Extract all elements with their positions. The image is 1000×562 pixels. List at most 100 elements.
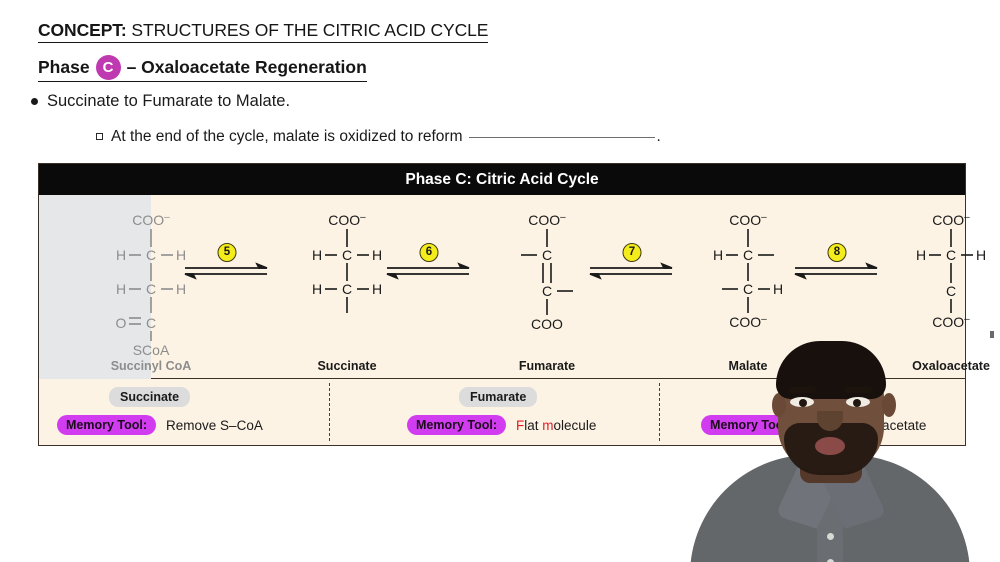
svg-text:H: H bbox=[916, 247, 926, 263]
oxaloacetate-structure-svg: COO– H C H C COO– bbox=[916, 212, 986, 330]
svg-text:C: C bbox=[146, 247, 156, 263]
step-number-5: 5 bbox=[217, 243, 237, 262]
memory-tool-tag-malate: Memory Tool: bbox=[701, 415, 801, 435]
phase-suffix-label: – Oxaloacetate Regeneration bbox=[126, 57, 367, 77]
svg-text:COO–: COO– bbox=[729, 212, 767, 228]
memory-tool-text-succinate: Remove S–CoA bbox=[166, 417, 263, 433]
molecule-succinate: COO– H C H H C H Succinate bbox=[291, 207, 403, 373]
svg-text:COO–: COO– bbox=[932, 212, 970, 228]
bullet-point-1: Succinate to Fumarate to Malate. bbox=[31, 92, 290, 111]
equilibrium-arrows-5 bbox=[184, 262, 268, 280]
memory-title-succinate: Succinate bbox=[109, 387, 191, 407]
svg-text:H: H bbox=[116, 247, 126, 263]
svg-text:C: C bbox=[946, 247, 956, 263]
instructor-shirt-button-1 bbox=[827, 533, 834, 540]
svg-text:COO–: COO– bbox=[528, 212, 566, 228]
memory-cell-fumarate: Fumarate Memory Tool: Flat molecule bbox=[329, 379, 659, 445]
svg-text:H: H bbox=[713, 247, 723, 263]
step-number-7: 7 bbox=[622, 243, 642, 262]
structures-row: COO– H C H H C H O C SCoA Succinyl CoA 5 bbox=[39, 195, 990, 379]
succinyl-coa-faded-panel bbox=[39, 195, 151, 379]
sub-bullet-1-period: . bbox=[656, 128, 661, 145]
edge-artifact-mark bbox=[990, 331, 994, 338]
svg-text:C: C bbox=[946, 283, 956, 299]
phase-c-badge: C bbox=[95, 55, 121, 80]
svg-text:H: H bbox=[372, 247, 382, 263]
svg-text:H: H bbox=[176, 247, 186, 263]
reaction-arrow-5: 5 bbox=[179, 243, 275, 283]
svg-text:COO–: COO– bbox=[328, 212, 366, 228]
molecule-label-succinate: Succinate bbox=[317, 359, 377, 373]
svg-text:COO–: COO– bbox=[932, 314, 970, 330]
molecule-label-fumarate: Fumarate bbox=[518, 359, 576, 373]
citric-acid-cycle-diagram: Phase C: Citric Acid Cycle bbox=[38, 163, 990, 446]
bullet-dot-icon bbox=[31, 98, 38, 105]
svg-text:C: C bbox=[342, 281, 352, 297]
concept-heading: CONCEPT: STRUCTURES OF THE CITRIC ACID C… bbox=[38, 20, 488, 43]
concept-title: STRUCTURES OF THE CITRIC ACID CYCLE bbox=[126, 20, 489, 40]
molecule-label-oxaloacetate: Oxaloacetate bbox=[912, 359, 990, 373]
molecule-oxaloacetate: COO– H C H C COO– Oxaloacetate bbox=[895, 207, 1000, 373]
svg-text:C: C bbox=[542, 283, 552, 299]
bullet-point-1-text: Succinate to Fumarate to Malate. bbox=[47, 92, 291, 110]
svg-text:SCoA: SCoA bbox=[133, 342, 170, 357]
diagram-title: Phase C: Citric Acid Cycle bbox=[405, 170, 599, 188]
memory-title-fumarate: Fumarate bbox=[459, 387, 538, 407]
memory-tool-malate: Memory Tool: Make Oxaloacetate bbox=[701, 415, 926, 435]
memory-tool-tag-fumarate: Memory Tool: bbox=[407, 415, 507, 435]
instructor-shirt-placket bbox=[817, 487, 843, 562]
memory-cell-succinate: Succinate Memory Tool: Remove S–CoA bbox=[39, 379, 329, 445]
memory-divider-2 bbox=[659, 383, 660, 441]
sub-bullet-1-text: At the end of the cycle, malate is oxidi… bbox=[111, 128, 463, 145]
equilibrium-arrows-8 bbox=[794, 262, 878, 280]
memory-tool-text-fumarate: Flat molecule bbox=[516, 417, 597, 433]
svg-text:C: C bbox=[146, 315, 156, 331]
molecule-label-succinyl-coa: Succinyl CoA bbox=[110, 359, 192, 373]
fill-in-blank-line bbox=[468, 137, 655, 138]
svg-text:COO: COO bbox=[531, 316, 563, 332]
svg-text:H: H bbox=[116, 281, 126, 297]
svg-text:H: H bbox=[976, 247, 986, 263]
phase-heading: Phase C – Oxaloacetate Regeneration bbox=[38, 55, 367, 82]
reaction-arrow-8: 8 bbox=[789, 243, 885, 283]
svg-text:H: H bbox=[372, 281, 382, 297]
diagram-header-bar: Phase C: Citric Acid Cycle bbox=[39, 164, 965, 195]
svg-text:O: O bbox=[116, 315, 127, 331]
memory-tools-row: Succinate Memory Tool: Remove S–CoA Fuma… bbox=[39, 379, 965, 445]
step-number-8: 8 bbox=[827, 243, 847, 262]
svg-text:H: H bbox=[312, 247, 322, 263]
memory-divider-1 bbox=[329, 383, 330, 441]
memory-cell-malate: Malate Memory Tool: Make Oxaloacetate bbox=[659, 379, 965, 445]
succinate-structure-svg: COO– H C H H C H bbox=[312, 212, 382, 313]
square-bullet-icon bbox=[96, 133, 103, 140]
svg-text:H: H bbox=[312, 281, 322, 297]
fumarate-structure-svg: COO– C C COO bbox=[521, 212, 573, 332]
phase-prefix-label: Phase bbox=[38, 57, 90, 77]
instructor-shirt bbox=[690, 455, 970, 562]
memory-tool-succinate: Memory Tool: Remove S–CoA bbox=[57, 415, 263, 435]
svg-text:H: H bbox=[773, 281, 783, 297]
memory-tool-text-malate: Make Oxaloacetate bbox=[810, 417, 927, 433]
reaction-arrow-6: 6 bbox=[381, 243, 477, 283]
memory-tool-fumarate: Memory Tool: Flat molecule bbox=[407, 415, 596, 435]
concept-label: CONCEPT: bbox=[38, 20, 127, 40]
memory-title-malate: Malate bbox=[777, 387, 838, 407]
molecule-label-malate: Malate bbox=[728, 359, 768, 373]
svg-text:C: C bbox=[146, 281, 156, 297]
sub-bullet-1: At the end of the cycle, malate is oxidi… bbox=[96, 128, 661, 146]
memory-tool-tag-succinate: Memory Tool: bbox=[57, 415, 157, 435]
step-number-6: 6 bbox=[419, 243, 439, 262]
svg-text:C: C bbox=[743, 281, 753, 297]
svg-text:COO–: COO– bbox=[729, 314, 767, 330]
instructor-collar-right bbox=[817, 455, 887, 529]
molecule-fumarate: COO– C C COO Fumarate bbox=[491, 207, 603, 373]
svg-text:C: C bbox=[342, 247, 352, 263]
svg-text:C: C bbox=[542, 247, 552, 263]
equilibrium-arrows-7 bbox=[589, 262, 673, 280]
instructor-collar-left bbox=[775, 455, 845, 529]
equilibrium-arrows-6 bbox=[386, 262, 470, 280]
